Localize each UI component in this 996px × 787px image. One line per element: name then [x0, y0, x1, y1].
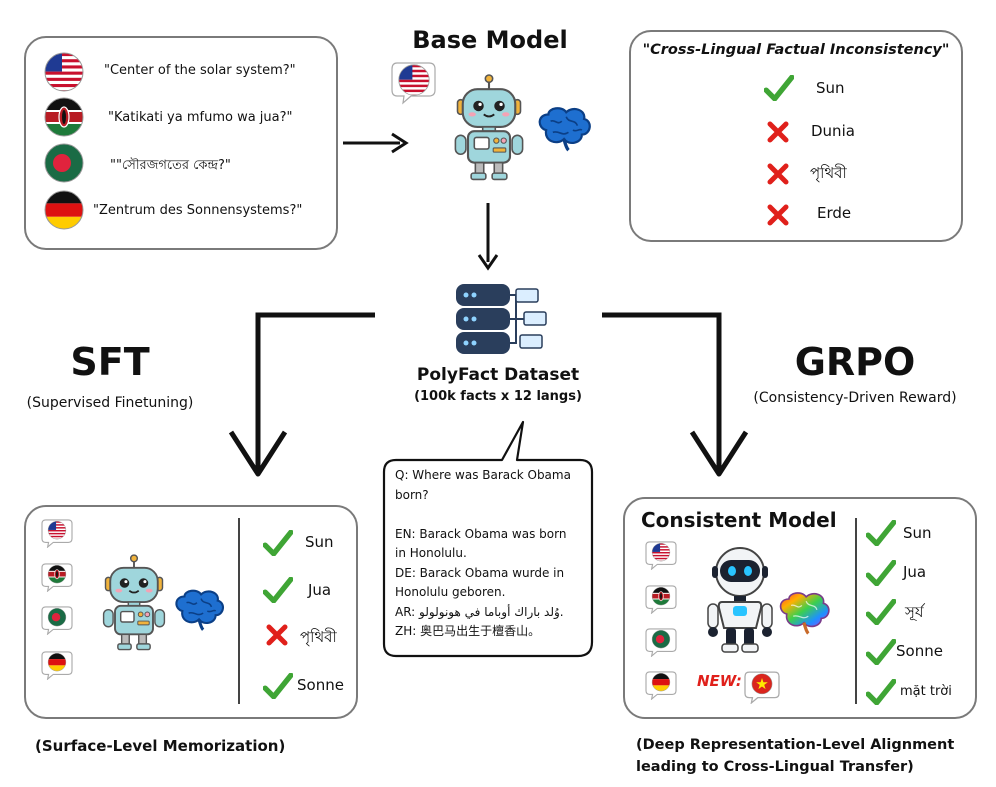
sft-divider [238, 518, 240, 704]
inconsistency-box [629, 30, 963, 242]
new-label: NEW: [697, 672, 742, 690]
sft-caption: (Surface-Level Memorization) [35, 737, 286, 755]
sft-answer: Sun [305, 533, 334, 551]
check-icon [866, 599, 896, 625]
example-line [395, 505, 590, 525]
cross-icon [767, 121, 789, 143]
example-line: ZH: 奥巴马出生于檀香山。 [395, 624, 541, 638]
consistent-answer: Sun [903, 524, 932, 542]
inconsistency-answer: Sun [816, 79, 845, 97]
question-swahili: "Katikati ya mfumo wa jua?" [108, 110, 293, 125]
bangladesh-flag-bubble-icon [645, 628, 677, 657]
check-icon [263, 577, 293, 603]
example-line: AR: وُلد باراك أوباما في هونولولو. [395, 604, 564, 619]
germany-flag-bubble-icon [41, 651, 73, 680]
cross-icon [266, 624, 288, 646]
us-flag-bubble-icon [41, 519, 73, 548]
grpo-subtitle: (Consistency-Driven Reward) [753, 390, 957, 406]
speech-bubble-icon [391, 62, 436, 105]
us-flag-bubble-icon [645, 541, 677, 570]
consistent-caption-line1: (Deep Representation-Level Alignment [636, 737, 955, 753]
check-icon [764, 75, 794, 101]
advanced-robot-icon [707, 547, 773, 653]
kenya-flag-icon [44, 97, 86, 139]
check-icon [263, 530, 293, 556]
sft-answer: Jua [308, 581, 332, 599]
example-line: born? [395, 487, 429, 502]
consistent-caption-line2: leading to Cross-Lingual Transfer) [636, 759, 914, 775]
germany-flag-icon [44, 190, 86, 232]
rainbow-brain-icon [778, 591, 831, 636]
dataset-title: PolyFact Dataset [416, 365, 580, 385]
grpo-title: GRPO [794, 340, 916, 384]
inconsistency-answer: Dunia [811, 122, 855, 140]
check-icon [866, 639, 896, 665]
base-robot-icon [454, 73, 524, 181]
inconsistency-title: "Cross-Lingual Factual Inconsistency" [642, 42, 950, 58]
database-icon [456, 284, 547, 354]
consistent-answer: সূর্য [905, 603, 924, 621]
consistent-answer: Jua [903, 563, 927, 581]
sft-title: SFT [70, 340, 150, 384]
check-icon [866, 679, 896, 705]
blue-brain-icon [174, 589, 225, 632]
blue-brain-icon [538, 106, 592, 152]
us-flag-icon [44, 52, 86, 94]
bangladesh-flag-icon [44, 143, 86, 185]
inconsistency-answer: পৃথিবী [810, 164, 847, 182]
example-line: Q: Where was Barack Obama [395, 468, 571, 482]
example-line: Honolulu geboren. [395, 585, 506, 599]
cross-icon [767, 163, 789, 185]
example-speech-bubble [382, 420, 594, 658]
base-model-title: Base Model [412, 26, 568, 54]
consistent-answer: mặt trời [900, 684, 952, 699]
kenya-flag-bubble-icon [645, 585, 677, 614]
dataset-subtitle: (100k facts x 12 langs) [414, 389, 582, 404]
example-line: EN: Barack Obama was born [395, 526, 567, 541]
question-bengali: ""সৌরজগতের কেন্দ্র?" [110, 158, 231, 173]
question-german: "Zentrum des Sonnensystems?" [93, 203, 303, 218]
sft-answer: Sonne [297, 676, 344, 694]
sft-robot-icon [102, 554, 166, 651]
example-line: DE: Barack Obama wurde in [395, 565, 565, 580]
germany-flag-bubble-icon [645, 671, 677, 700]
bangladesh-flag-bubble-icon [41, 606, 73, 635]
cross-icon [767, 204, 789, 226]
question-english: "Center of the solar system?" [104, 63, 296, 78]
sft-subtitle: (Supervised Finetuning) [26, 395, 194, 411]
sft-answer: পৃথিবী [300, 628, 337, 646]
consistent-model-title: Consistent Model [641, 508, 837, 532]
kenya-flag-bubble-icon [41, 563, 73, 592]
check-icon [866, 560, 896, 586]
example-line: in Honolulu. [395, 546, 467, 560]
check-icon [263, 673, 293, 699]
vietnam-flag-bubble-icon [744, 671, 780, 704]
check-icon [866, 520, 896, 546]
inconsistency-answer: Erde [817, 204, 852, 222]
consistent-divider [855, 518, 857, 704]
consistent-answer: Sonne [896, 642, 943, 660]
example-text: Q: Where was Barack Obama born? EN: Bara… [395, 466, 590, 642]
